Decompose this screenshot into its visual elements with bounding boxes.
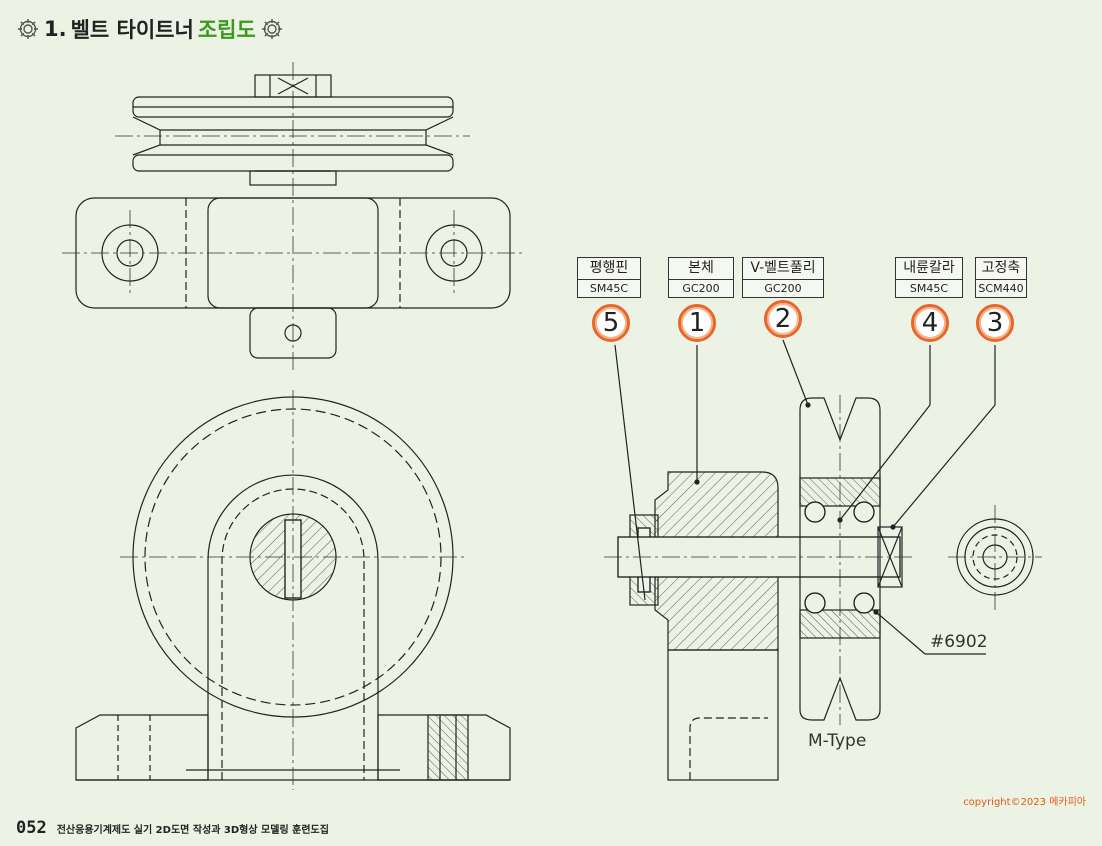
part-label-2: V-벨트풀리 GC200 — [742, 257, 824, 298]
balloon-1: 1 — [678, 304, 716, 342]
title-number: 1. — [44, 17, 67, 41]
balloon-5: 5 — [592, 304, 630, 342]
balloon-3: 3 — [976, 304, 1014, 342]
part-name: 고정축 — [976, 258, 1026, 280]
part-material: SM45C — [589, 282, 629, 295]
page-number: 052 — [16, 818, 47, 838]
part-label-1: 본체 GC200 — [668, 257, 734, 298]
part-label-5: 평행핀 SM45C — [577, 257, 641, 298]
section-view — [614, 339, 996, 781]
part-material: SM45C — [909, 282, 949, 295]
gear-icon — [18, 19, 38, 39]
part-material: SCM440 — [978, 282, 1024, 295]
title-main: 벨트 타이트너 — [70, 18, 194, 42]
page-header: 1. 벨트 타이트너 조립도 — [16, 14, 284, 44]
center-lines — [62, 62, 1042, 790]
part-material: GC200 — [682, 282, 720, 295]
balloon-4: 4 — [911, 304, 949, 342]
part-material: GC200 — [764, 282, 802, 295]
page-footer: 052 전산응용기계제도 실기 2D도면 작성과 3D형상 모델링 훈련도집 — [16, 818, 329, 838]
title-highlight: 조립도 — [197, 18, 256, 42]
part-label-3: 고정축 SCM440 — [975, 257, 1027, 298]
part-label-4: 내륜칼라 SM45C — [895, 257, 963, 298]
pulley-type-note: M-Type — [808, 731, 867, 751]
bearing-note: #6902 — [930, 632, 988, 652]
balloon-2: 2 — [764, 300, 802, 338]
part-name: 본체 — [669, 258, 733, 280]
gear-icon — [261, 19, 282, 39]
part-name: V-벨트풀리 — [743, 258, 823, 280]
book-title: 전산응용기계제도 실기 2D도면 작성과 3D형상 모델링 훈련도집 — [56, 825, 329, 836]
part-name: 평행핀 — [578, 258, 640, 280]
part-name: 내륜칼라 — [896, 258, 962, 280]
copyright: copyright©2023 메카피아 — [963, 797, 1086, 808]
